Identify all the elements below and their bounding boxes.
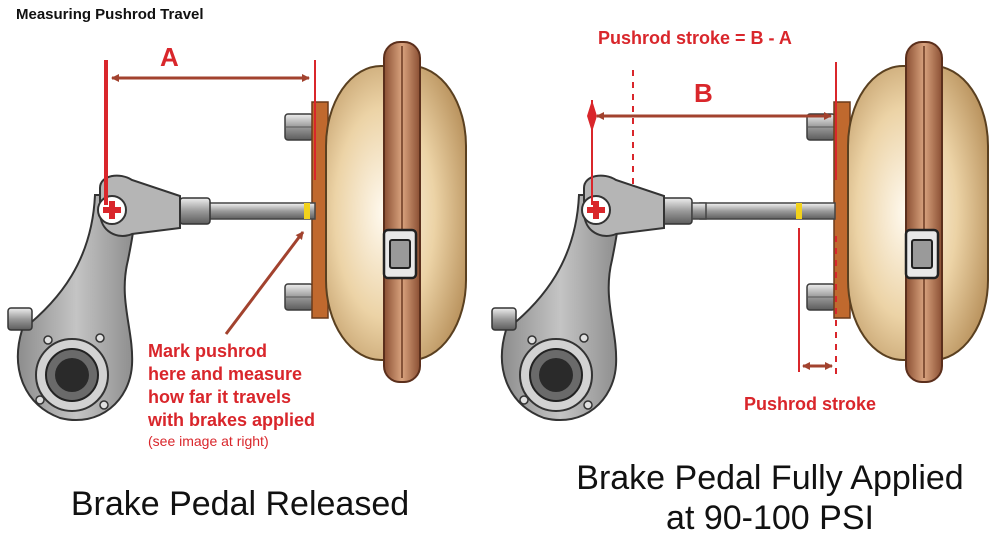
diagram-title: Measuring Pushrod Travel (16, 6, 204, 23)
mark-note-line: how far it travels (148, 387, 292, 407)
right-pushrod (699, 202, 836, 220)
mark-leader-arrow (224, 231, 305, 335)
mark-note-sub: (see image at right) (148, 433, 269, 449)
left-pushrod-mark (304, 203, 310, 219)
mark-note-line: with brakes applied (148, 410, 316, 430)
right-clevis-nut (661, 197, 693, 225)
stroke-formula: Pushrod stroke = B - A (598, 28, 792, 48)
right-reference-diamond (587, 100, 597, 132)
dimension-b-label: B (694, 78, 713, 108)
mark-note: Mark pushrod here and measure how far it… (148, 340, 315, 450)
left-pushrod (199, 202, 316, 220)
right-caption-line2: at 90-100 PSI (666, 499, 874, 537)
right-caption-line1: Brake Pedal Fully Applied (576, 459, 964, 497)
right-caption: Brake Pedal Fully Applied at 90-100 PSI (540, 458, 1000, 538)
right-pushrod-mark (796, 203, 802, 219)
left-caption: Brake Pedal Released (70, 485, 410, 523)
left-clevis-nut (179, 197, 211, 225)
dimension-a-label: A (160, 42, 179, 72)
right-brake-assembly (491, 40, 990, 422)
mark-note-line: Mark pushrod (148, 341, 268, 361)
mark-note-line: here and measure (148, 364, 303, 384)
pushrod-stroke-label: Pushrod stroke (744, 394, 877, 414)
left-brake-assembly (7, 40, 468, 422)
right-slack-adjuster (491, 174, 665, 422)
